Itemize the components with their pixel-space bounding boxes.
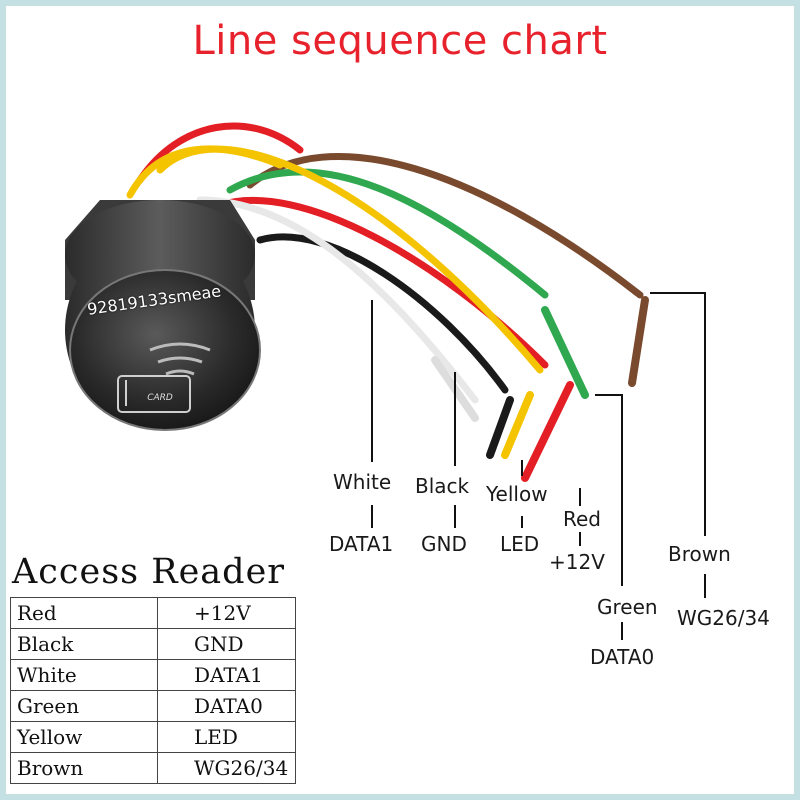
table-row: Red+12V xyxy=(10,597,296,629)
table-title: Access Reader xyxy=(12,552,286,592)
wire-green xyxy=(226,168,549,299)
label-green: Green xyxy=(594,595,661,619)
table-cell-signal: +12V xyxy=(157,597,296,629)
label-black: Black xyxy=(412,474,473,498)
table-cell-signal: GND xyxy=(157,628,296,660)
table-cell-signal: WG26/34 xyxy=(157,752,296,784)
table-cell-signal: DATA0 xyxy=(157,690,296,722)
table-cell-color: White xyxy=(10,659,158,691)
label-brown: Brown xyxy=(665,542,734,566)
card-label: CARD xyxy=(147,393,173,403)
wire-black xyxy=(256,233,509,394)
label-white: White xyxy=(330,470,395,494)
reader-body: CARD xyxy=(65,200,261,431)
label-12v: +12V xyxy=(549,550,605,574)
table-cell-signal: LED xyxy=(157,721,296,753)
table-cell-color: Black xyxy=(10,628,158,660)
wire-bundle xyxy=(126,122,644,404)
wire-red xyxy=(216,197,549,369)
label-wg: WG26/34 xyxy=(677,606,770,630)
table-cell-color: Red xyxy=(10,597,158,629)
wire-white xyxy=(196,196,479,404)
table-cell-color: Brown xyxy=(10,752,158,784)
label-yellow: Yellow xyxy=(483,482,551,506)
table-cell-signal: DATA1 xyxy=(157,659,296,691)
wire-ends xyxy=(431,296,649,482)
label-gnd: GND xyxy=(421,532,467,556)
chart-title: Line sequence chart xyxy=(192,18,608,64)
label-led: LED xyxy=(500,532,540,556)
label-data1: DATA1 xyxy=(329,532,394,556)
label-red: Red xyxy=(560,507,604,531)
leader-lines xyxy=(371,292,706,640)
label-data0: DATA0 xyxy=(590,645,655,669)
table-cell-color: Green xyxy=(10,690,158,722)
table-cell-color: Yellow xyxy=(10,721,158,753)
